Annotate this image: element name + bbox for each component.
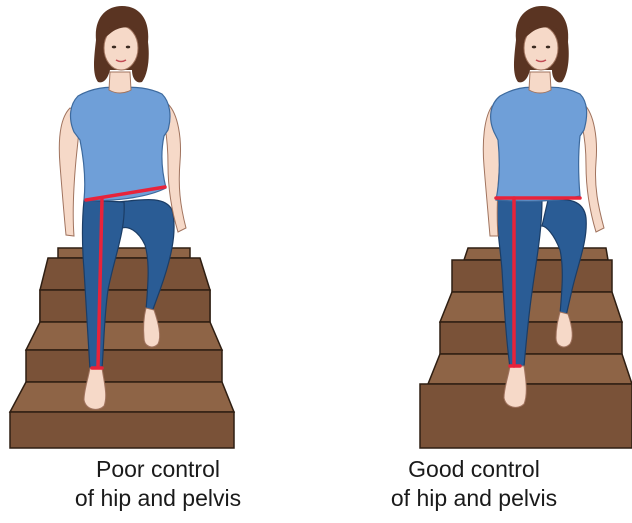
caption-poor: Poor control of hip and pelvis [0, 455, 316, 513]
caption-good-line2: of hip and pelvis [316, 484, 632, 513]
neck [529, 72, 551, 93]
caption-good-line1: Good control [316, 455, 632, 484]
stair-step-3-top [428, 354, 632, 384]
shirt [71, 87, 170, 200]
stair-step-3-riser [10, 412, 234, 448]
neck [109, 72, 131, 93]
right-eye [546, 46, 550, 49]
panel-poor-control: Poor control of hip and pelvis [0, 0, 316, 523]
stair-step-2-riser [440, 322, 622, 354]
panel-good-control: Good control of hip and pelvis [316, 0, 632, 523]
caption-good: Good control of hip and pelvis [316, 455, 632, 513]
right-eye [126, 46, 130, 49]
stair-step-2-top [26, 322, 222, 350]
poor-control-illustration [0, 0, 316, 450]
left-eye [532, 46, 536, 49]
good-control-illustration [316, 0, 632, 450]
stair-step-1-riser [40, 290, 210, 322]
stair-step-2-riser [26, 350, 222, 382]
left-eye [112, 46, 116, 49]
staircase [10, 248, 234, 448]
caption-poor-line1: Poor control [0, 455, 316, 484]
shirt [491, 87, 587, 201]
stair-step-3-top [10, 382, 234, 412]
caption-poor-line2: of hip and pelvis [0, 484, 316, 513]
